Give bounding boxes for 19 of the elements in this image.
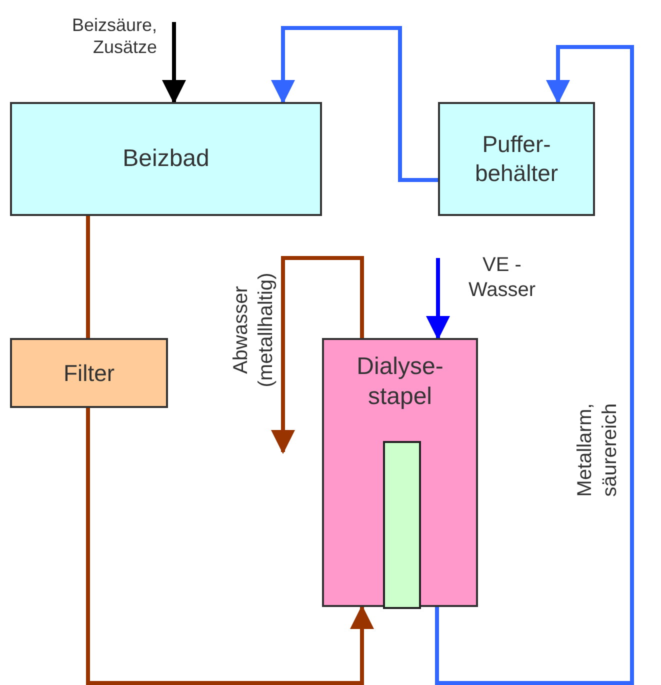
box-label: Puffer- behälter bbox=[474, 130, 560, 188]
process-box bbox=[10, 338, 168, 408]
edge-label: Beizsäure, Zusätze bbox=[70, 14, 157, 59]
pipe-arrow bbox=[426, 258, 450, 340]
pipe-arrow bbox=[271, 256, 364, 454]
pipe-arrow bbox=[86, 408, 374, 685]
edge-label: VE - Wasser bbox=[467, 253, 537, 303]
pipe-arrow bbox=[271, 26, 438, 182]
box-label: Dialyse- stapel bbox=[356, 352, 444, 412]
pipe-arrow bbox=[162, 22, 186, 104]
membrane-box bbox=[383, 441, 421, 609]
edge-label: Metallarm, säurereich bbox=[573, 402, 622, 499]
pipe-arrow bbox=[435, 45, 634, 685]
process-box bbox=[10, 102, 322, 216]
box-label: Beizbad bbox=[122, 144, 210, 174]
process-box bbox=[322, 338, 478, 607]
process-box bbox=[438, 102, 595, 216]
edge-label: Abwasser (metallhaltig) bbox=[229, 272, 278, 390]
box-label: Filter bbox=[63, 358, 115, 388]
